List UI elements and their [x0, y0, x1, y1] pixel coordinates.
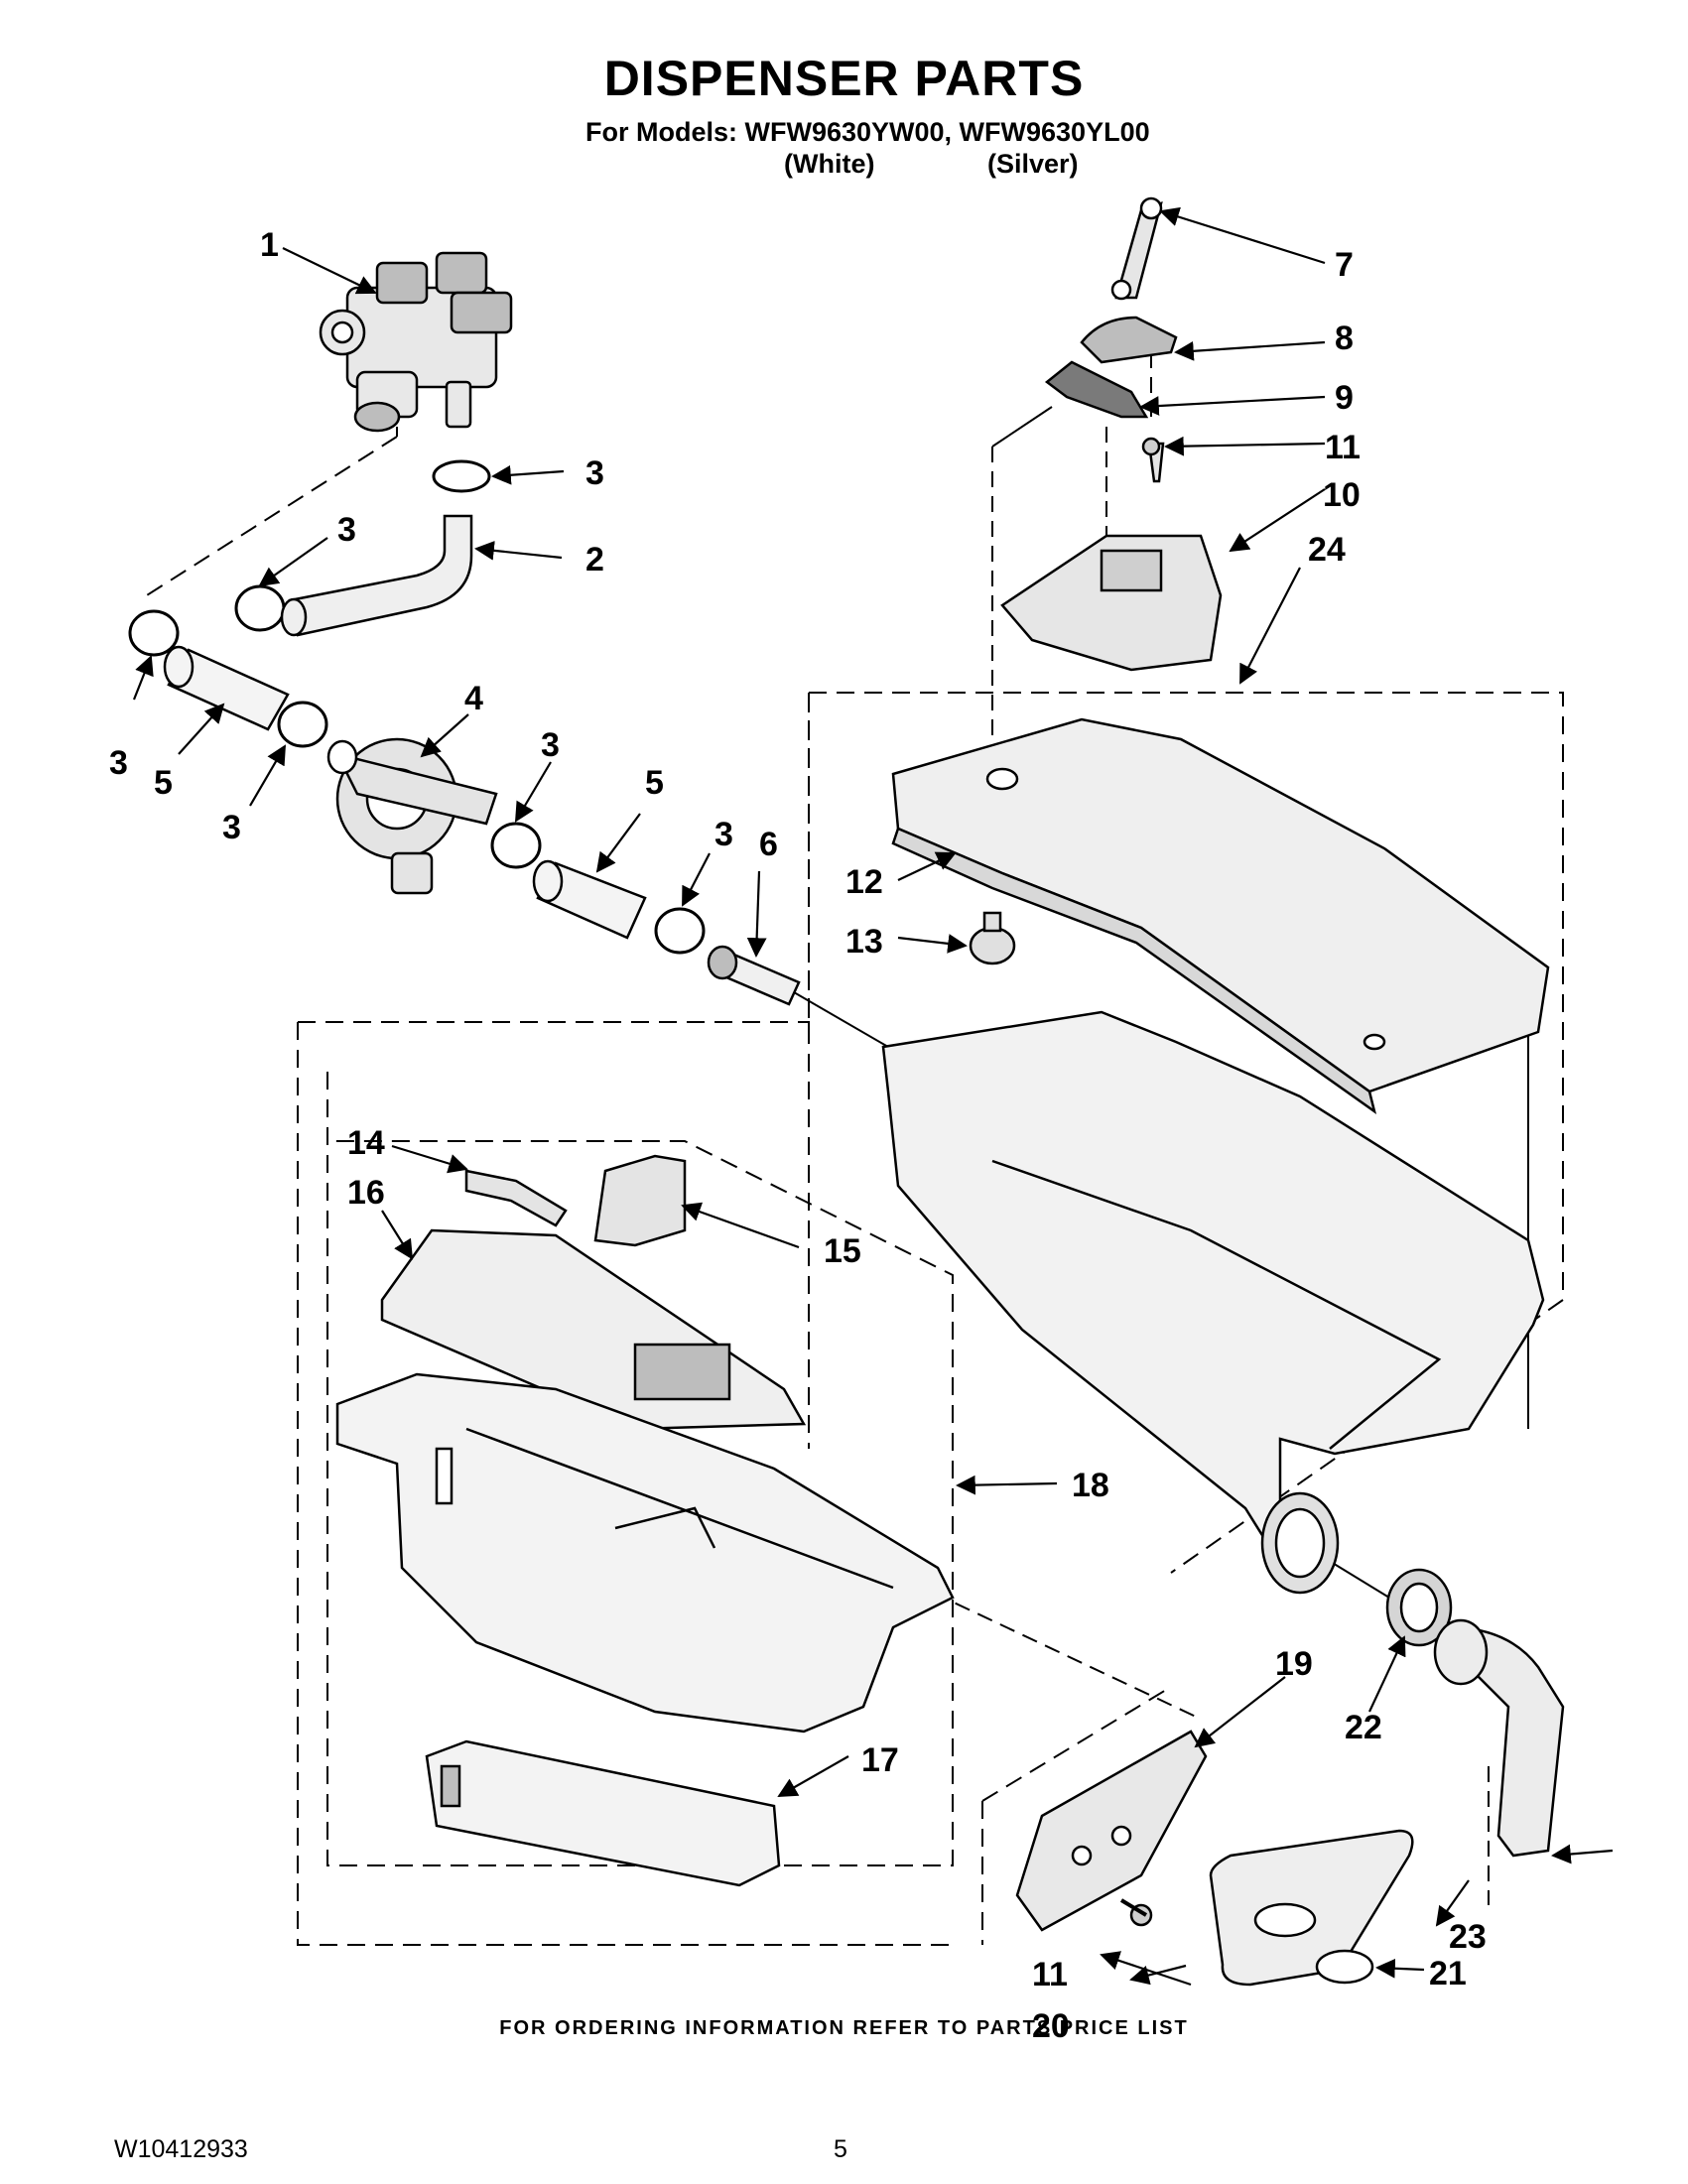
callout-3: 3: [714, 816, 733, 853]
callout-18: 18: [1072, 1467, 1109, 1504]
callout-13: 13: [845, 923, 883, 961]
callout-1: 1: [260, 226, 279, 264]
drawer-tray-17: [425, 1739, 781, 1887]
handle-20: [1209, 1829, 1414, 1987]
callout-9: 9: [1335, 379, 1354, 417]
callout-22: 22: [1345, 1709, 1382, 1746]
callout-17: 17: [861, 1741, 899, 1779]
elbow-hose: [280, 514, 473, 637]
callout-5: 5: [154, 764, 173, 802]
dispenser-housing: [881, 1010, 1545, 1595]
screw-11: [1119, 437, 1161, 1927]
front-panel-19: [1015, 1730, 1208, 1932]
tee-connector: [326, 737, 498, 895]
callout-21: 21: [1429, 1955, 1467, 1992]
callout-10: 10: [1323, 476, 1361, 514]
knob-13: [969, 911, 1016, 965]
callout-3: 3: [541, 726, 560, 764]
callout-8: 8: [1335, 320, 1354, 357]
leader-arrows: [132, 206, 1614, 1987]
color-silver-label: (Silver): [987, 149, 1079, 179]
drawer-siphon-14-15: [464, 1154, 687, 1247]
callout-16: 16: [347, 1174, 385, 1212]
callout-3: 3: [585, 454, 604, 492]
callout-4: 4: [464, 680, 483, 717]
drawer-cover-16: [380, 1228, 807, 1431]
callout-3: 3: [337, 511, 356, 549]
callout-19: 19: [1275, 1645, 1313, 1683]
page-title: DISPENSER PARTS: [603, 51, 1085, 106]
straight-hose-upper: [163, 645, 290, 731]
callout-3: 3: [109, 744, 128, 782]
page-number: 5: [834, 2135, 847, 2163]
badge-21: [1315, 1949, 1374, 1985]
vent-bellows-23: [1433, 1618, 1565, 1858]
callout-7: 7: [1335, 246, 1354, 284]
callout-3: 3: [222, 809, 241, 846]
callout-labels: 1 2 3 3 3 3 3 3 3 4 5 5 6 7 8 9 10 11 11…: [109, 226, 1487, 2045]
dispenser-drawer: [335, 1372, 955, 1734]
callout-5: 5: [645, 764, 664, 802]
callout-12: 12: [845, 863, 883, 901]
callout-11: 11: [1032, 1956, 1068, 1993]
callout-11: 11: [1325, 429, 1361, 466]
grommet-22: [1385, 1568, 1453, 1647]
ordering-note: FOR ORDERING INFORMATION REFER TO PARTS …: [499, 2017, 1189, 2039]
straight-hose-lower: [532, 859, 647, 940]
callout-6: 6: [759, 826, 778, 863]
callout-23: 23: [1449, 1918, 1487, 1956]
callout-20: 20: [1032, 2007, 1070, 2045]
upper-parts: [1000, 196, 1223, 672]
color-white-label: (White): [784, 149, 875, 179]
callout-24: 24: [1308, 531, 1346, 569]
models-line: For Models: WFW9630YW00, WFW9630YL00: [585, 117, 1150, 147]
water-inlet-valve: [319, 251, 513, 433]
nozzle-tube: [707, 945, 801, 1006]
callout-15: 15: [824, 1232, 861, 1270]
callout-2: 2: [585, 541, 604, 578]
callout-14: 14: [347, 1124, 385, 1162]
document-number: W10412933: [114, 2135, 248, 2163]
